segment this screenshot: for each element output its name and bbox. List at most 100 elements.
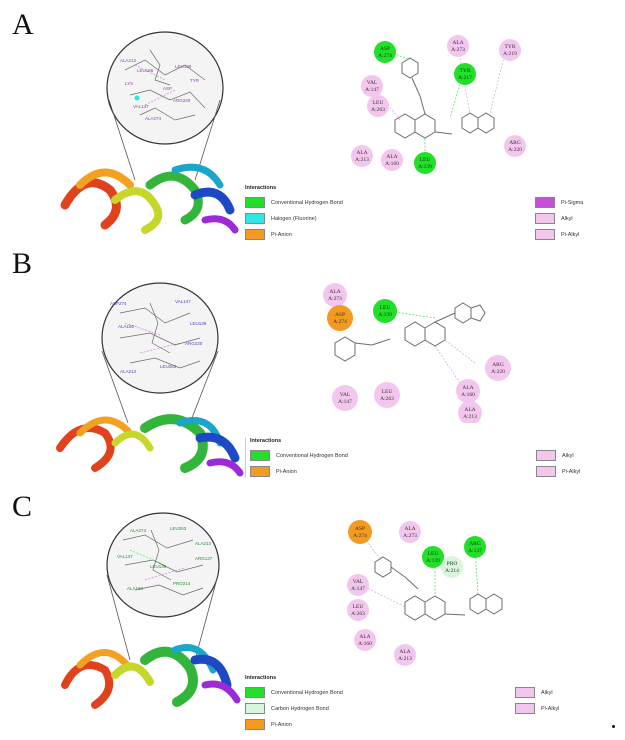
svg-text:A:273: A:273 <box>451 47 465 53</box>
svg-text:ASP: ASP <box>335 312 345 318</box>
svg-text:ARG: ARG <box>509 140 521 146</box>
svg-text:LEU: LEU <box>382 389 393 395</box>
zoom-residue-label: VAL147 <box>133 104 149 109</box>
svg-text:A:213: A:213 <box>398 656 412 662</box>
svg-text:ALA: ALA <box>386 154 397 160</box>
svg-text:ALA: ALA <box>462 385 473 391</box>
legend-swatch <box>535 213 555 224</box>
legend-item: Pi-Anion <box>250 466 297 477</box>
legend-item: Conventional Hydrogen Bond <box>245 687 343 698</box>
panel-b: B ASP274 VAL147 ALA160 LEU139 ARG220 ALA… <box>0 245 625 485</box>
svg-text:A:160: A:160 <box>358 641 372 647</box>
svg-text:TYR: TYR <box>460 68 471 74</box>
legend-swatch <box>245 719 265 730</box>
protein-structure-image: ASP274 VAL147 ALA160 LEU139 ARG220 ALA21… <box>56 282 244 477</box>
zoom-residue-label: ALA274 <box>145 116 162 121</box>
svg-text:ALA: ALA <box>356 150 367 156</box>
zoom-residue-label: ALA160 <box>118 324 135 329</box>
svg-text:A:219: A:219 <box>503 51 517 57</box>
svg-text:ALA: ALA <box>329 289 340 295</box>
legend-swatch <box>535 197 555 208</box>
legend-item: Pi-Anion <box>245 229 292 240</box>
svg-text:ALA: ALA <box>359 634 370 640</box>
zoom-residue-label: ARG220 <box>173 98 191 103</box>
svg-text:A:274: A:274 <box>333 319 347 325</box>
panel-label: B <box>12 247 33 280</box>
svg-text:A:274: A:274 <box>378 53 392 59</box>
legend-swatch <box>245 213 265 224</box>
zoom-residue-label: VAL147 <box>117 554 133 559</box>
protein-structure-image: ALA273 LEU263 ALA213 VAL147 LEU139 ARG13… <box>61 512 241 709</box>
svg-text:A:147: A:147 <box>338 399 352 405</box>
legend-item: Pi-Sigma <box>535 197 583 208</box>
svg-text:ARG: ARG <box>469 541 481 547</box>
legend-swatch <box>250 466 270 477</box>
legend-swatch <box>245 687 265 698</box>
svg-text:ALA: ALA <box>452 40 463 46</box>
svg-text:A:213: A:213 <box>355 157 369 163</box>
panel-a: A ALA213 LEU186 LEU139 LYS ASP TYR ARG22… <box>0 0 625 245</box>
zoom-residue-label: ARG137 <box>195 556 213 561</box>
legend-item: Conventional Hydrogen Bond <box>245 197 343 208</box>
svg-text:ALA: ALA <box>464 407 475 413</box>
zoom-residue-label: LEU139 <box>150 564 167 569</box>
legend-item: Halogen (Fluorine) <box>245 213 317 224</box>
svg-text:LEU: LEU <box>428 551 439 557</box>
svg-text:A:220: A:220 <box>491 369 505 375</box>
svg-text:A:273: A:273 <box>403 533 417 539</box>
zoom-residue-label: LEU139 <box>175 64 192 69</box>
svg-text:A:273: A:273 <box>328 296 342 302</box>
interactions-legend: Interactions Conventional Hydrogen Bond … <box>245 438 606 478</box>
svg-text:A:217: A:217 <box>458 75 472 81</box>
svg-text:A:160: A:160 <box>385 161 399 167</box>
svg-text:A:263: A:263 <box>380 396 394 402</box>
zoom-residue-label: LEU186 <box>137 68 154 73</box>
svg-text:A:263: A:263 <box>371 107 385 113</box>
legend-swatch <box>245 197 265 208</box>
legend-swatch <box>515 703 535 714</box>
trailing-period <box>612 725 615 728</box>
zoom-residue-label: ARG220 <box>185 341 203 346</box>
zoom-residue-label: PRO214 <box>173 581 191 586</box>
svg-text:ARG: ARG <box>492 362 504 368</box>
svg-text:A:147: A:147 <box>351 586 365 592</box>
svg-text:VAL: VAL <box>367 80 378 86</box>
legend-swatch <box>245 229 265 240</box>
svg-text:LEU: LEU <box>373 100 384 106</box>
svg-text:PRO: PRO <box>447 561 458 567</box>
svg-text:A:263: A:263 <box>351 611 365 617</box>
legend-item: Pi-Alkyl <box>536 466 580 477</box>
legend-item: Carbon Hydrogen Bond <box>245 703 329 714</box>
panel-c: C ALA273 LEU263 ALA213 VAL147 LEU139 ARG… <box>0 485 625 740</box>
legend-item: Alkyl <box>536 450 574 461</box>
svg-text:A:137: A:137 <box>468 548 482 554</box>
legend-title: Interactions <box>250 438 282 444</box>
protein-structure-image: ALA213 LEU186 LEU139 LYS ASP TYR ARG220 … <box>60 31 239 234</box>
svg-text:A:213: A:213 <box>463 414 477 420</box>
panel-label: A <box>12 8 34 41</box>
